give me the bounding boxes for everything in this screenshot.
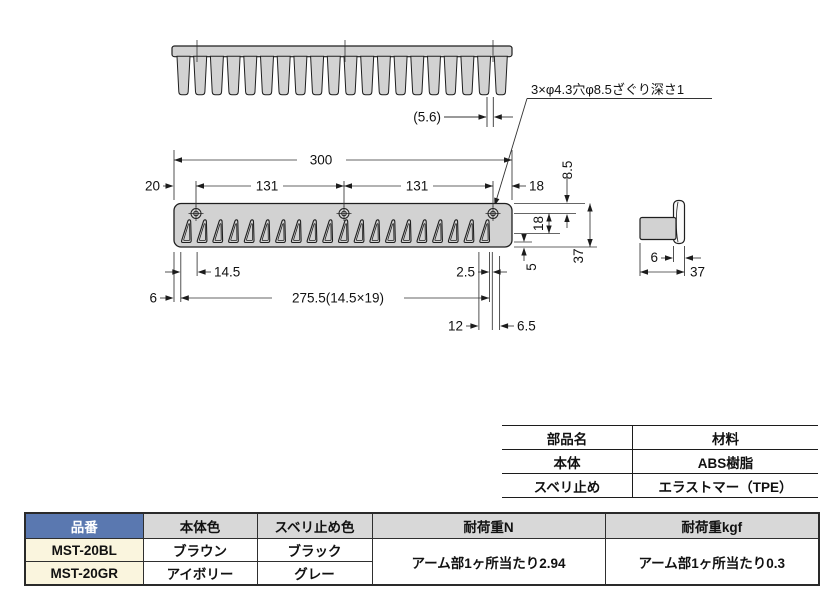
materials-material: ABS樹脂 bbox=[632, 449, 818, 474]
side-view: 6 37 bbox=[639, 199, 705, 280]
dim-arm-span: 275.5(14.5×19) bbox=[292, 291, 384, 306]
spec-header-load-kgf: 耐荷重kgf bbox=[604, 512, 820, 539]
spec-header-grip-color: スベリ止め色 bbox=[256, 512, 373, 539]
dim-slot-to-bottom: 5 bbox=[524, 263, 539, 271]
spec-header-row: 品番 本体色 スベリ止め色 耐荷重N 耐荷重kgf bbox=[24, 512, 820, 539]
load-rating-kgf: アーム部1ヶ所当たり0.3 bbox=[604, 538, 820, 586]
counterbore-note-text: 3×φ4.3穴φ8.5ざぐり深さ1 bbox=[531, 82, 684, 97]
materials-part-name: スベリ止め bbox=[502, 473, 633, 498]
dim-tooth-width: (5.6) bbox=[413, 110, 441, 125]
materials-row-grip: スベリ止め エラストマー（TPE） bbox=[502, 473, 818, 498]
materials-header-material: 材料 bbox=[632, 425, 818, 450]
dim-plate-thickness: 6 bbox=[650, 250, 658, 265]
spec-header-load-n: 耐荷重N bbox=[371, 512, 606, 539]
dim-total-height: 37 bbox=[571, 248, 586, 263]
spec-row-mst20bl: MST-20BL ブラウン ブラック アーム部1ヶ所当たり2.94 アーム部1ヶ… bbox=[24, 538, 820, 586]
spec-header-model: 品番 bbox=[24, 512, 144, 539]
materials-header-row: 部品名 材料 bbox=[502, 425, 818, 450]
model-number: MST-20BL bbox=[24, 538, 144, 562]
dim-left-to-hole: 20 bbox=[145, 179, 160, 194]
counterbore-note: 3×φ4.3穴φ8.5ざぐり深さ1 bbox=[491, 82, 712, 207]
grip-color: グレー bbox=[256, 561, 373, 586]
model-number: MST-20GR bbox=[24, 561, 144, 586]
top-view: (5.6) bbox=[171, 40, 513, 127]
dim-hole-pitch-left: 131 bbox=[256, 179, 279, 194]
technical-drawing: (5.6) 3×φ4.3穴φ8.5ざぐり深さ1 bbox=[145, 40, 712, 334]
dim-hole-to-arm-12: 12 bbox=[448, 319, 463, 334]
dim-top-to-hole: 8.5 bbox=[560, 161, 575, 180]
grip-color: ブラック bbox=[256, 538, 373, 562]
materials-part-name: 本体 bbox=[502, 449, 633, 474]
dim-overall-width: 300 bbox=[310, 153, 333, 168]
materials-table: 部品名 材料 本体 ABS樹脂 スベリ止め エラストマー（TPE） bbox=[502, 425, 818, 498]
dim-arm-to-hole: 2.5 bbox=[456, 265, 475, 280]
materials-material: エラストマー（TPE） bbox=[632, 473, 818, 498]
materials-row-body: 本体 ABS樹脂 bbox=[502, 449, 818, 474]
spec-row-mst20gr: MST-20GR アイボリー グレー bbox=[24, 561, 819, 586]
spec-table: 品番 本体色 スベリ止め色 耐荷重N 耐荷重kgf MST-20BL ブラウン … bbox=[24, 512, 820, 586]
body-color: ブラウン bbox=[142, 538, 258, 562]
dim-hole-pitch-right: 131 bbox=[406, 179, 429, 194]
dim-hole-to-slot-bottom: 18 bbox=[531, 216, 546, 231]
dim-edge-to-arm: 6 bbox=[149, 291, 157, 306]
materials-header-part: 部品名 bbox=[502, 425, 633, 450]
front-view: 300 20 131 131 18 8.5 18 37 5 14.5 2.5 6… bbox=[145, 150, 597, 334]
load-rating-n: アーム部1ヶ所当たり2.94 bbox=[371, 538, 606, 586]
dim-hole-offset-65: 6.5 bbox=[517, 319, 536, 334]
dim-total-depth: 37 bbox=[690, 265, 705, 280]
spec-header-body-color: 本体色 bbox=[142, 512, 258, 539]
dim-hole-to-right: 18 bbox=[529, 179, 544, 194]
dim-arm-pitch: 14.5 bbox=[214, 265, 240, 280]
body-color: アイボリー bbox=[142, 561, 258, 586]
